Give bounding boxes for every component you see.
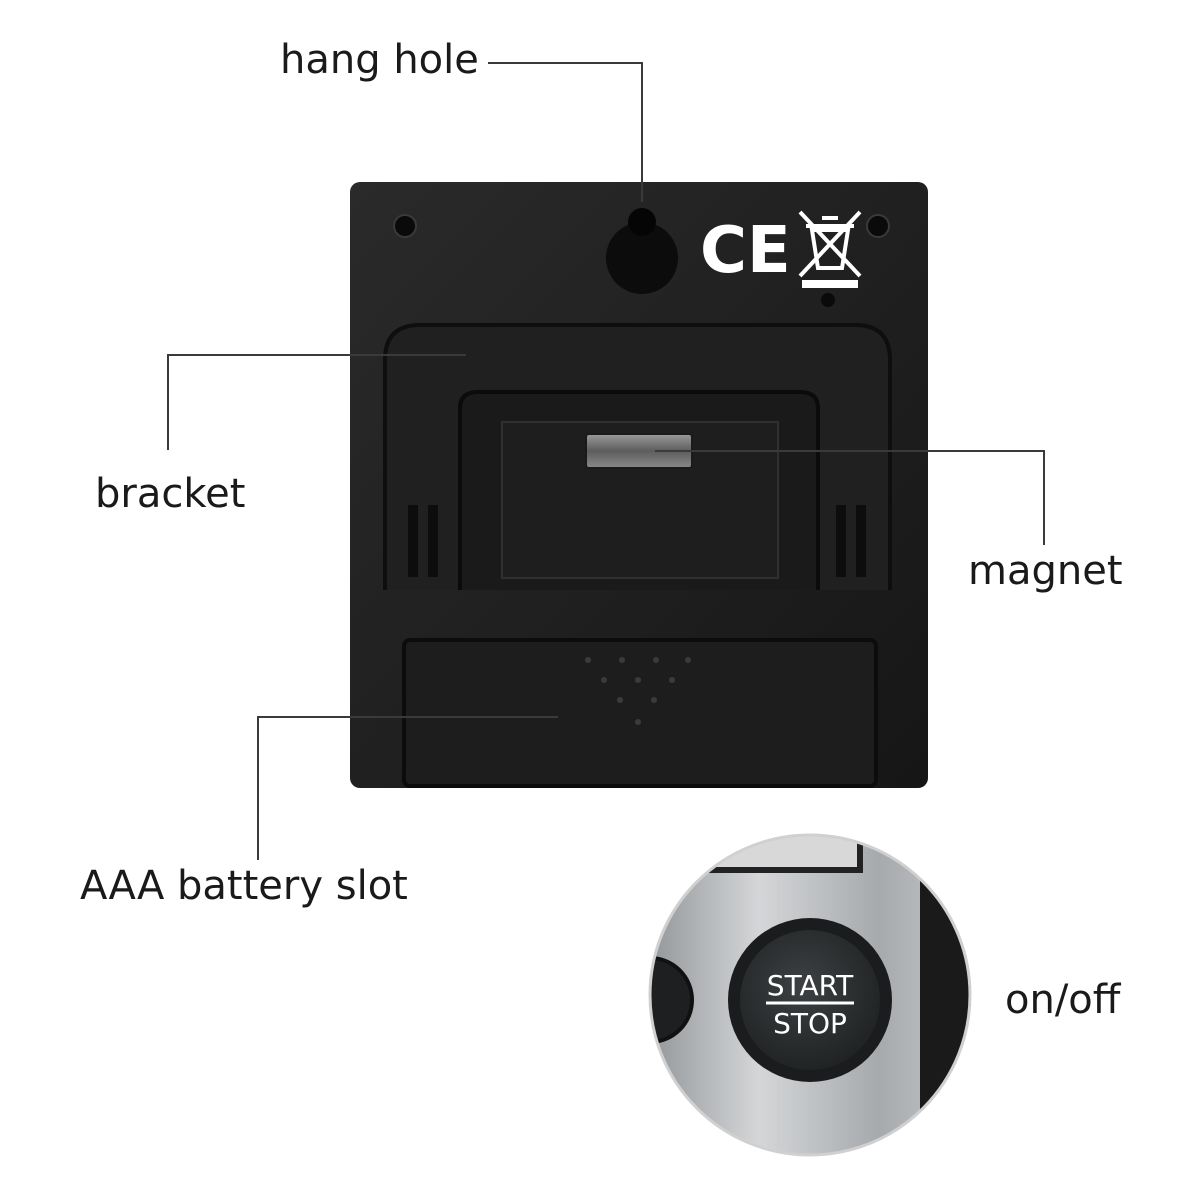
leader-hang-hole bbox=[488, 62, 643, 202]
ce-mark-icon: CE bbox=[700, 214, 791, 288]
button-label-start: START bbox=[767, 969, 854, 1002]
timer-device-back: CE bbox=[350, 182, 928, 788]
screw-right bbox=[866, 214, 890, 238]
button-label-stop: STOP bbox=[773, 1007, 847, 1040]
label-magnet: magnet bbox=[968, 548, 1123, 594]
hang-hole bbox=[606, 208, 678, 294]
screw-left bbox=[393, 214, 417, 238]
label-bracket: bracket bbox=[95, 471, 246, 517]
start-stop-button bbox=[740, 930, 880, 1070]
sensor-dot bbox=[821, 293, 835, 307]
leader-lines bbox=[167, 62, 1045, 860]
weee-crossed-bin-icon bbox=[798, 210, 862, 288]
leader-bracket bbox=[167, 354, 466, 450]
battery-slot-cover bbox=[402, 638, 878, 788]
on-off-zoom-inset: START STOP bbox=[648, 833, 972, 1157]
leader-battery-slot bbox=[257, 716, 558, 860]
leader-magnet bbox=[655, 450, 1045, 545]
bracket-hinge-right bbox=[836, 505, 866, 577]
label-hang-hole: hang hole bbox=[280, 37, 479, 83]
bracket-hinge-left bbox=[408, 505, 438, 577]
battery-cover-grip-dots bbox=[585, 657, 691, 725]
label-on-off: on/off bbox=[1005, 977, 1121, 1023]
label-battery-slot: AAA battery slot bbox=[80, 863, 408, 909]
